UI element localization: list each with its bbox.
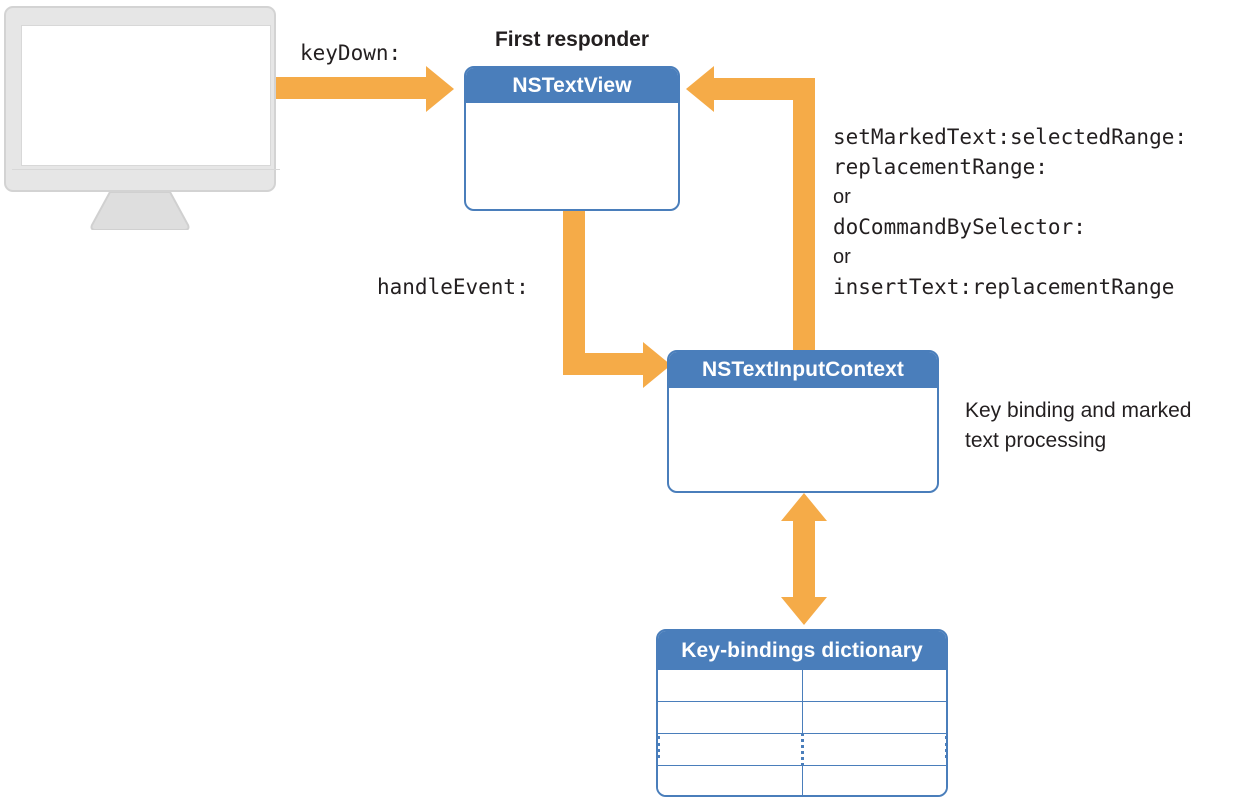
callback-arrow-head [686, 66, 714, 112]
display-chin-divider [12, 169, 280, 170]
callback-line-5: or [833, 246, 851, 268]
dictionary-arrow-shaft [793, 518, 815, 602]
handleevent-arrow-vertical [563, 211, 585, 375]
node-nstextinputcontext[interactable]: NSTextInputContext [667, 350, 939, 493]
callback-arrow-vertical [793, 78, 815, 352]
table-cell-value[interactable] [802, 670, 946, 702]
display-stand [88, 191, 192, 231]
node-nstextinputcontext-title: NSTextInputContext [669, 352, 937, 388]
handleevent-arrow-head [643, 342, 671, 388]
key-bindings-table [658, 670, 946, 796]
dictionary-arrow-head-up [781, 493, 827, 521]
keydown-label: keyDown: [300, 41, 402, 65]
key-binding-note: Key binding and marked text processing [965, 396, 1230, 456]
computer-display [4, 6, 280, 192]
table-row[interactable] [658, 701, 946, 734]
callback-selector-list: setMarkedText:selectedRange: replacement… [833, 122, 1187, 302]
node-key-bindings-dictionary-title: Key-bindings dictionary [658, 631, 946, 670]
display-screen [21, 25, 271, 166]
table-cell-value[interactable] [802, 701, 946, 734]
table-cell-key[interactable] [658, 701, 803, 734]
table-ellipsis-right-edge [945, 736, 951, 758]
table-ellipsis-left-edge [657, 736, 663, 758]
callback-line-4: doCommandBySelector: [833, 215, 1086, 239]
table-cell-value [802, 733, 946, 766]
table-row[interactable] [658, 765, 946, 796]
callback-arrow-horizontal [712, 78, 812, 100]
node-nstextview[interactable]: NSTextView [464, 66, 680, 211]
node-key-bindings-dictionary[interactable]: Key-bindings dictionary [656, 629, 948, 797]
table-cell-key [658, 733, 804, 766]
keydown-arrow-head [426, 66, 454, 112]
table-row[interactable] [658, 670, 946, 702]
node-key-bindings-dictionary-body [658, 670, 946, 796]
keydown-arrow-shaft [276, 77, 428, 99]
table-cell-key[interactable] [658, 765, 803, 795]
dictionary-arrow-head-down [781, 597, 827, 625]
callback-line-6: insertText:replacementRange [833, 275, 1175, 299]
node-nstextview-title: NSTextView [466, 68, 678, 103]
callback-line-3: or [833, 186, 851, 208]
handleevent-label: handleEvent: [377, 275, 529, 299]
table-row-ellipsis [658, 733, 946, 766]
first-responder-caption: First responder [494, 28, 650, 51]
callback-line-2: replacementRange: [833, 155, 1048, 179]
table-cell-key[interactable] [658, 670, 803, 702]
key-binding-note-line-1: Key binding and marked [965, 399, 1192, 422]
table-cell-value[interactable] [802, 766, 946, 796]
key-binding-note-line-2: text processing [965, 429, 1107, 452]
handleevent-arrow-horizontal [563, 353, 647, 375]
callback-line-1: setMarkedText:selectedRange: [833, 125, 1188, 149]
